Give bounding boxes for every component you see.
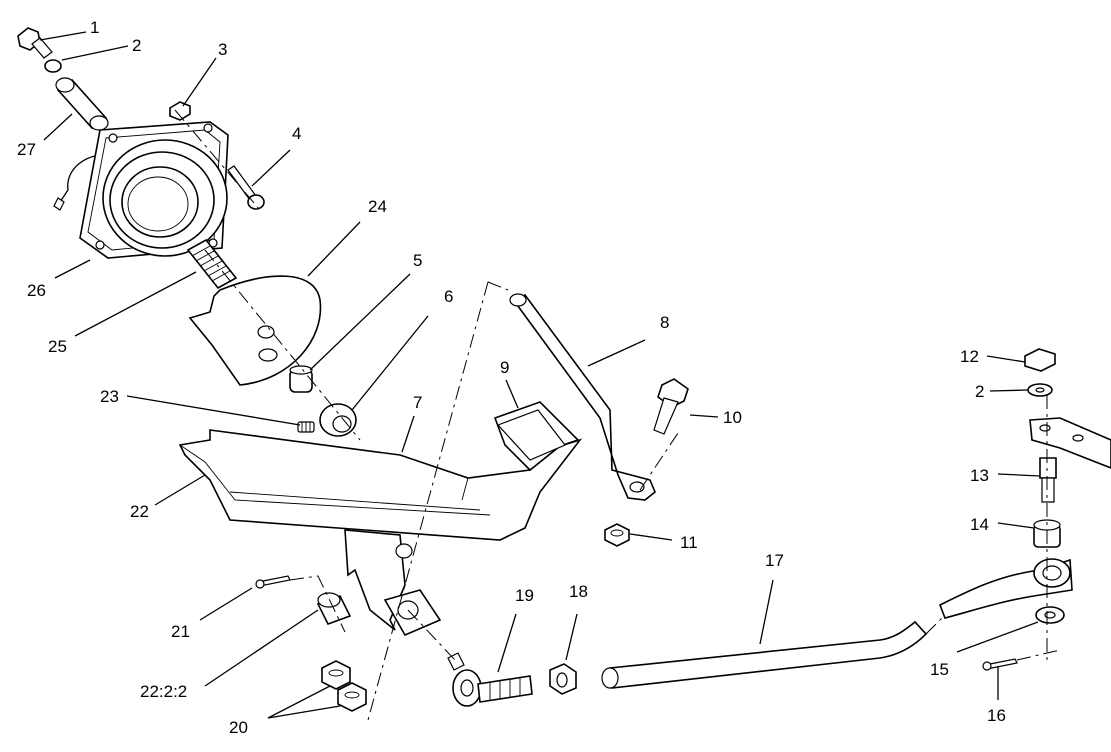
cotter-pin-part (982, 658, 1018, 671)
leader-lines (39, 31, 1041, 719)
callout-19: 19 (515, 586, 534, 605)
hex-nuts-part (321, 660, 367, 712)
locknut-part (1024, 348, 1056, 372)
hairpin-part (255, 575, 291, 589)
spacer-part (289, 365, 313, 393)
callout-8: 8 (660, 313, 669, 332)
setscrew-part (297, 421, 315, 433)
lock-washer-part (44, 59, 62, 73)
carriage-bolt-part (227, 165, 265, 210)
callout-9: 9 (500, 358, 509, 377)
callout-27: 27 (17, 140, 36, 159)
callout-16: 16 (987, 706, 1006, 725)
callout-4: 4 (292, 124, 301, 143)
callout-12: 12 (960, 347, 979, 366)
mounting-bracket-part (178, 401, 583, 637)
callout-13: 13 (970, 466, 989, 485)
callout-23: 23 (100, 387, 119, 406)
callout-10: 10 (723, 408, 742, 427)
callout-6: 6 (444, 287, 453, 306)
callout-20: 20 (229, 718, 248, 737)
bearing-part (319, 403, 357, 437)
callout-22-2-2: 22:2:2 (140, 682, 187, 701)
link-plate-part (1029, 417, 1111, 469)
flange-nut-part (169, 101, 191, 121)
callout-17: 17 (765, 551, 784, 570)
hex-nut-part (604, 523, 630, 547)
tube-spacer-part (55, 77, 109, 131)
callout-3: 3 (218, 40, 227, 59)
callout-15: 15 (930, 660, 949, 679)
electric-clutch-part (53, 121, 229, 259)
shoulder-bolt-part (653, 378, 689, 435)
callout-2-right: 2 (975, 382, 984, 401)
callout-1: 1 (90, 18, 99, 37)
callout-21: 21 (171, 622, 190, 641)
callout-5: 5 (413, 251, 422, 270)
callout-labels: 1 2 3 4 5 6 7 8 9 10 11 12 2 13 14 15 16… (17, 18, 1006, 737)
stud-part (1039, 457, 1057, 503)
callout-2: 2 (132, 36, 141, 55)
callout-26: 26 (27, 281, 46, 300)
control-rod-part (601, 620, 928, 689)
assembly-centerlines (174, 109, 1061, 721)
callout-22: 22 (130, 502, 149, 521)
callout-24: 24 (368, 197, 387, 216)
callout-14: 14 (970, 515, 989, 534)
washer-part (1027, 383, 1053, 397)
jam-nut-part (549, 663, 577, 695)
callout-7: 7 (413, 393, 422, 412)
control-arm-part (509, 293, 656, 501)
flat-washer-part (1035, 606, 1065, 624)
bracket-plate-part (188, 275, 322, 386)
spring-part (186, 238, 238, 290)
rod-end-part (447, 652, 533, 707)
callout-25: 25 (48, 337, 67, 356)
callout-11: 11 (680, 533, 698, 552)
callout-18: 18 (569, 582, 588, 601)
bolt-part (17, 27, 53, 59)
